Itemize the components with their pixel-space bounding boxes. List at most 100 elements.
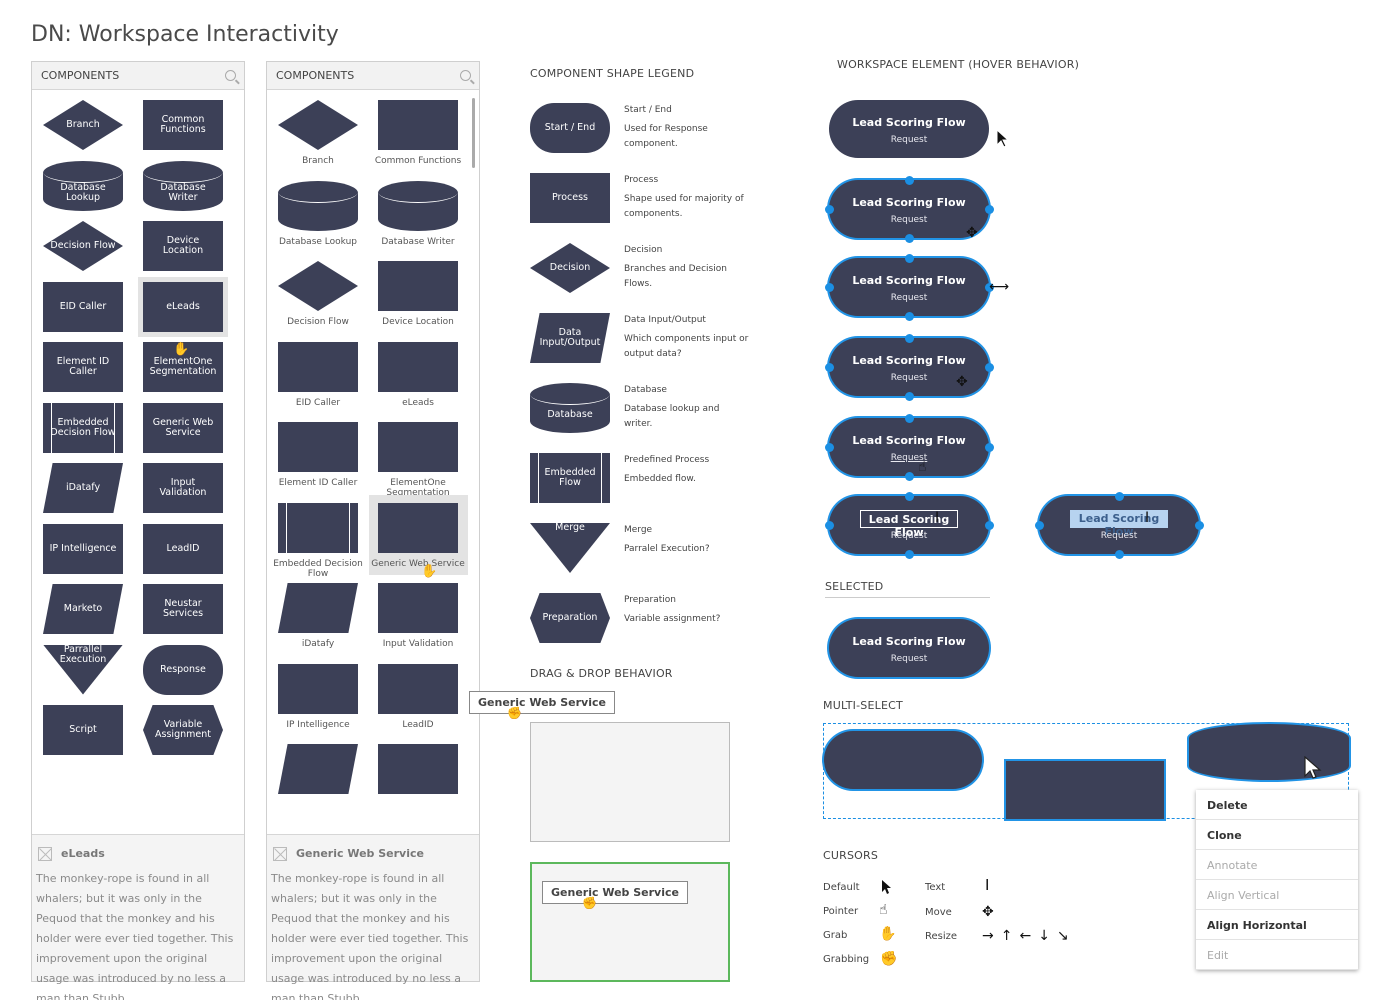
component-leadid[interactable]: LeadID — [143, 523, 223, 574]
pointer-hand-icon: ☝ — [879, 902, 888, 918]
resize-handle[interactable] — [825, 443, 834, 452]
component-eid-caller-shape[interactable] — [278, 341, 358, 392]
section-divider — [825, 597, 990, 598]
menu-item-edit[interactable]: Edit — [1196, 940, 1358, 970]
component-database-lookup[interactable]: Database Lookup — [43, 160, 123, 211]
component-input-validation[interactable]: Input Validation — [143, 463, 223, 513]
node-title: Lead Scoring Flow — [852, 635, 966, 648]
component-elementone-segmentation-shape[interactable] — [378, 422, 458, 472]
resize-handle[interactable] — [1115, 550, 1124, 559]
resize-handle[interactable] — [905, 392, 914, 401]
component-common-functions-shape[interactable] — [378, 100, 458, 150]
component-decision-flow[interactable]: Decision Flow — [43, 221, 123, 271]
resize-handle[interactable] — [905, 492, 914, 501]
menu-item-delete[interactable]: Delete — [1196, 790, 1358, 820]
component-eid-caller[interactable]: EID Caller — [43, 281, 123, 332]
scrollbar-thumb[interactable] — [472, 98, 475, 168]
resize-handle[interactable] — [825, 205, 834, 214]
search-icon[interactable] — [460, 70, 471, 81]
resize-handle[interactable] — [905, 472, 914, 481]
component-ip-intelligence[interactable]: IP Intelligence — [43, 523, 123, 574]
component-input-validation-shape[interactable] — [378, 583, 458, 633]
component-idatafy[interactable]: iDatafy — [43, 463, 123, 513]
component-idatafy-shape[interactable] — [278, 583, 358, 633]
component-elementone-segmentation[interactable]: ElementOne Segmentation — [143, 342, 223, 392]
resize-handle[interactable] — [905, 550, 914, 559]
legend-shape-decision: Decision — [530, 243, 610, 293]
resize-handle[interactable] — [905, 312, 914, 321]
component-eleads[interactable]: eLeads — [143, 281, 223, 332]
resize-handle[interactable] — [905, 176, 914, 185]
resize-handle[interactable] — [985, 521, 994, 530]
component-eleads-shape[interactable] — [378, 341, 458, 392]
resize-handle[interactable] — [1195, 521, 1204, 530]
node-title[interactable]: Lead Scoring Flow — [860, 510, 958, 539]
menu-item-align-horizontal[interactable]: Align Horizontal — [1196, 910, 1358, 940]
component-decision-flow-shape[interactable] — [278, 261, 358, 311]
component-database-lookup-shape[interactable] — [278, 180, 358, 231]
search-icon[interactable] — [225, 70, 236, 81]
multiselect-node-process[interactable] — [1006, 761, 1164, 819]
resize-handle[interactable] — [825, 283, 834, 292]
component-leadid-shape[interactable] — [378, 663, 458, 714]
component-generic-web-service[interactable]: Generic Web Service — [143, 402, 223, 453]
component-element-id-caller[interactable]: Element ID Caller — [43, 342, 123, 392]
dropped-component-tag[interactable]: Generic Web Service — [542, 881, 688, 904]
menu-item-annotate[interactable]: Annotate — [1196, 850, 1358, 880]
resize-handle[interactable] — [905, 254, 914, 263]
component-embedded-decision-flow[interactable]: Embedded Decision Flow — [43, 402, 123, 453]
component-label: Device Location — [382, 317, 454, 327]
resize-handle[interactable] — [905, 234, 914, 243]
component-embedded-decision-flow-shape[interactable] — [278, 502, 358, 553]
component-marketo[interactable]: Marketo — [43, 584, 123, 634]
multiselect-node-database[interactable] — [1189, 724, 1349, 780]
resize-handle[interactable] — [985, 205, 994, 214]
component-element-id-caller-shape[interactable] — [278, 422, 358, 472]
component-response[interactable]: Response — [143, 644, 223, 695]
component-ip-intelligence-shape[interactable] — [278, 663, 358, 714]
menu-item-align-vertical[interactable]: Align Vertical — [1196, 880, 1358, 910]
resize-handle[interactable] — [985, 443, 994, 452]
component-branch-shape[interactable] — [278, 100, 358, 150]
drop-zone[interactable] — [530, 722, 730, 842]
resize-handle[interactable] — [985, 363, 994, 372]
component-generic-web-service-shape[interactable] — [378, 502, 458, 553]
component-script[interactable]: Script — [43, 705, 123, 755]
multiselect-node-start-end[interactable] — [824, 731, 982, 789]
resize-handle[interactable] — [905, 414, 914, 423]
arrow-cursor-icon — [1304, 756, 1322, 779]
resize-handle[interactable] — [985, 283, 994, 292]
component-database-writer[interactable]: Database Writer — [143, 160, 223, 211]
resize-handle[interactable] — [905, 334, 914, 343]
resize-handle[interactable] — [825, 363, 834, 372]
component-database-writer-shape[interactable] — [378, 180, 458, 231]
resize-handle[interactable] — [825, 521, 834, 530]
component-partial-shape[interactable] — [278, 744, 358, 794]
resize-handle[interactable] — [1115, 492, 1124, 501]
component-common-functions[interactable]: Common Functions — [143, 100, 223, 150]
component-variable-assignment[interactable]: Variable Assignment — [143, 705, 223, 755]
dragging-component-tag[interactable]: Generic Web Service — [469, 691, 615, 714]
component-branch[interactable]: Branch — [43, 100, 123, 150]
component-partial-shape[interactable] — [378, 744, 458, 794]
component-parrallel-execution[interactable]: Parrallel Execution — [43, 644, 123, 695]
component-device-location[interactable]: Device Location — [143, 221, 223, 271]
resize-handle[interactable] — [1035, 521, 1044, 530]
component-neustar-services[interactable]: Neustar Services — [143, 584, 223, 634]
drop-zone-active[interactable] — [530, 862, 730, 982]
legend-shape-merge: Merge — [530, 523, 610, 573]
menu-item-clone[interactable]: Clone — [1196, 820, 1358, 850]
node-title[interactable]: Lead Scoring Flow — [1070, 510, 1168, 538]
component-device-location-shape[interactable] — [378, 261, 458, 311]
